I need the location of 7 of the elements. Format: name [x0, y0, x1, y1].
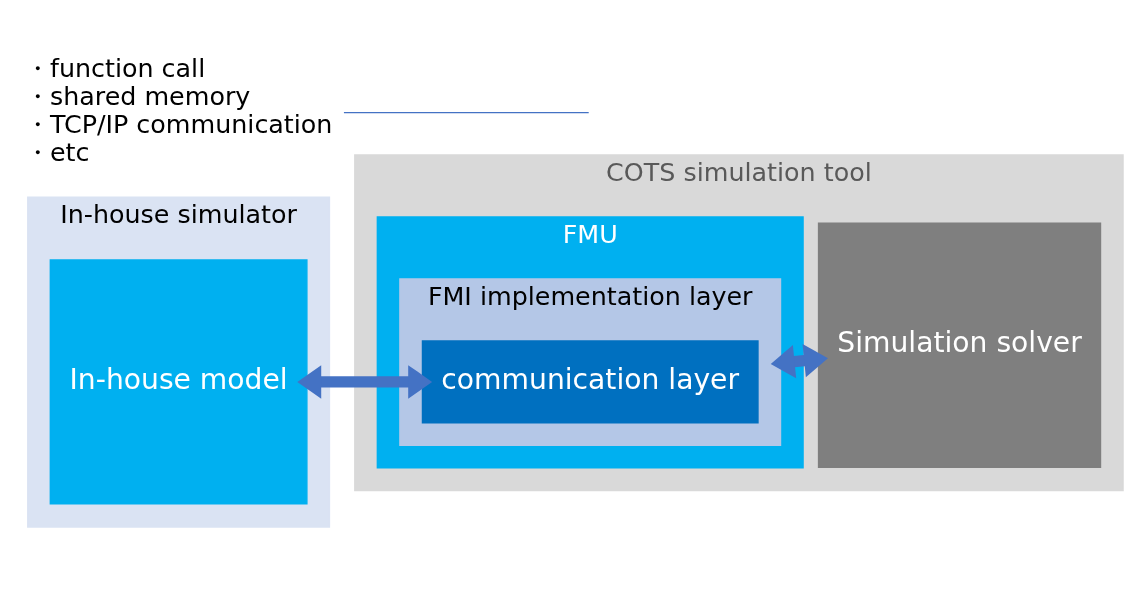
node-box: In-house model — [49, 259, 308, 505]
node-box: Simulation solver — [817, 222, 1102, 468]
node-text: ・function call ・shared memory ・TCP/IP communication ・etc — [24, 52, 333, 168]
arrow — [770, 343, 828, 379]
connector — [343, 111, 590, 114]
node-box: communication layer — [421, 340, 759, 424]
arrow — [297, 365, 433, 399]
